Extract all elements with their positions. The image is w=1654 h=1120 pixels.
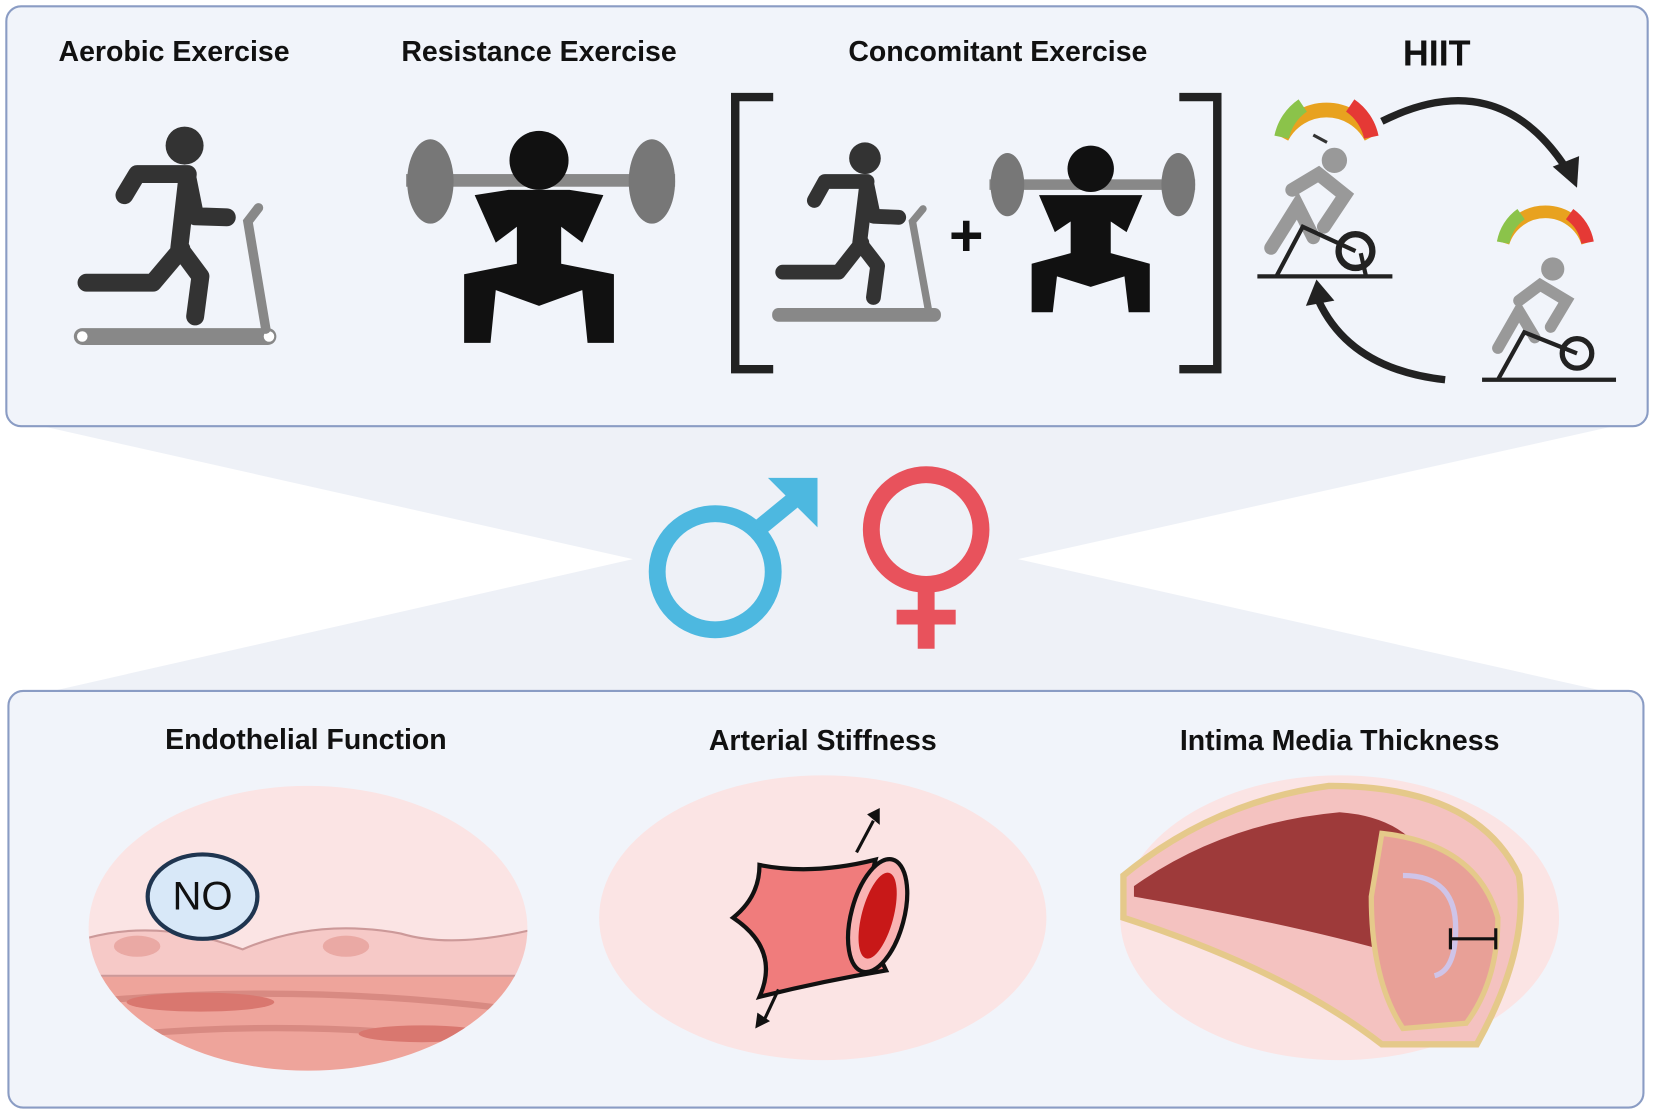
artery-stretch-icon	[599, 775, 1047, 1061]
artery-cross-section-icon	[1120, 775, 1560, 1061]
female-symbol-icon	[862, 466, 990, 649]
no-badge: NO	[172, 874, 232, 918]
squat-barbell-icon	[406, 130, 676, 343]
aerobic-title: Aerobic Exercise	[59, 36, 290, 68]
exercise-panel	[5, 5, 1649, 428]
cycle-arrow-icon	[1380, 97, 1570, 171]
concomitant-title: Concomitant Exercise	[848, 36, 1147, 68]
cycle-arrow-icon	[1315, 299, 1446, 384]
resistance-title: Resistance Exercise	[401, 36, 676, 68]
plus-sign: +	[949, 202, 984, 268]
stiffness-title: Arterial Stiffness	[709, 725, 937, 757]
combined-exercise-icon: +	[731, 92, 1222, 374]
funnel-background	[42, 426, 1614, 691]
hiit-title: HIIT	[1403, 33, 1471, 73]
interval-cycling-icon	[1257, 97, 1617, 384]
treadmill-runner-icon	[73, 126, 277, 345]
endothelial-title: Endothelial Function	[165, 724, 447, 756]
imt-title: Intima Media Thickness	[1180, 725, 1500, 757]
male-symbol-icon	[648, 477, 818, 639]
